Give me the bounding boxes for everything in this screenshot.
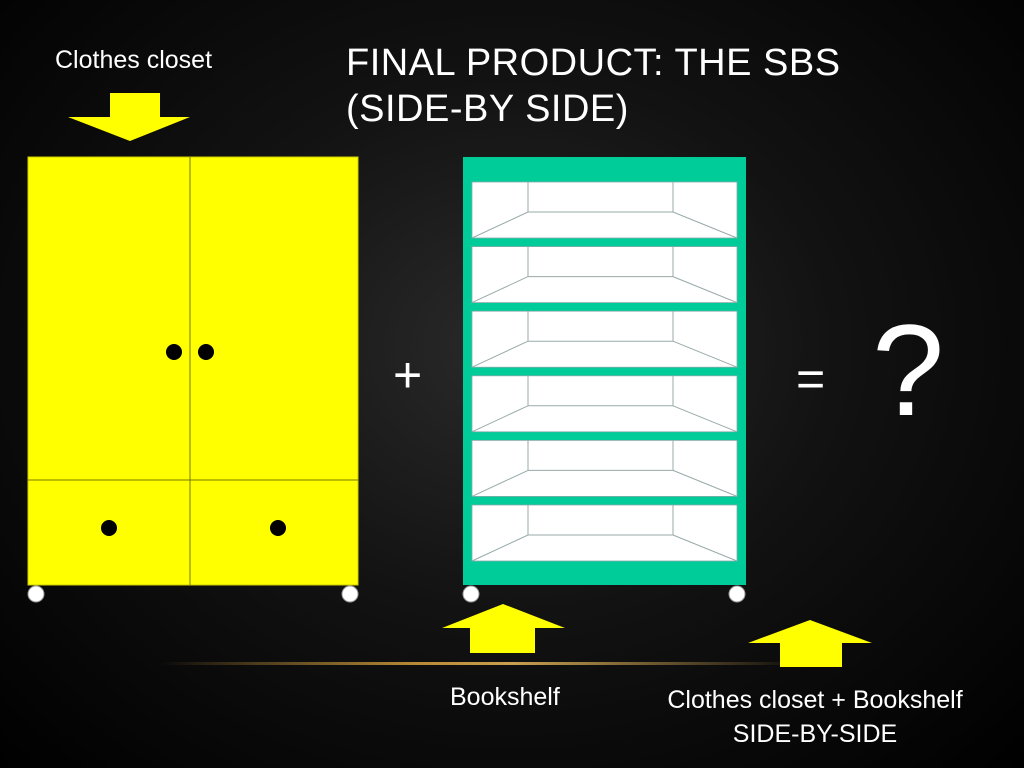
- shelf-compartment: [471, 375, 738, 433]
- combo-label-line-1: Clothes closet + Bookshelf: [667, 686, 963, 714]
- glow-divider: [160, 662, 800, 665]
- wheel-icon: [728, 585, 746, 603]
- knob-icon: [166, 344, 182, 360]
- closet-body: [27, 156, 359, 586]
- wheel-icon: [27, 585, 45, 603]
- equals-sign: =: [796, 351, 826, 407]
- slide-title-line-1: FINAL PRODUCT: THE SBS: [346, 42, 841, 84]
- shelf-perspective-line: [471, 276, 529, 304]
- shelf-perspective-line: [471, 340, 529, 368]
- bookshelf-shelves: [471, 181, 738, 562]
- combo-label-line-2: SIDE-BY-SIDE: [732, 720, 898, 748]
- knob-icon: [198, 344, 214, 360]
- knob-icon: [101, 520, 117, 536]
- shelf-compartment: [471, 439, 738, 497]
- wheel-icon: [462, 585, 480, 603]
- shelf-perspective-line: [672, 340, 738, 368]
- question-mark: ?: [872, 297, 945, 443]
- closet-drawing: [27, 156, 359, 603]
- closet-label: Clothes closet: [55, 46, 213, 74]
- shelf-perspective-line: [672, 405, 738, 433]
- shelf-perspective-line: [471, 534, 529, 562]
- bookshelf-drawing: [462, 157, 746, 603]
- bookshelf-label: Bookshelf: [450, 683, 560, 711]
- shelf-perspective-line: [672, 211, 738, 239]
- knob-icon: [270, 520, 286, 536]
- shelf-compartment: [471, 310, 738, 368]
- shelf-perspective-line: [672, 469, 738, 497]
- combo-label: Clothes closet + Bookshelf SIDE-BY-SIDE: [640, 683, 990, 751]
- down-arrow-icon: [68, 93, 190, 141]
- up-arrow-icon: [442, 604, 565, 653]
- plus-sign: +: [393, 347, 423, 403]
- slide-title-line-2: (SIDE-BY SIDE): [346, 88, 629, 130]
- wheel-icon: [341, 585, 359, 603]
- shelf-compartment: [471, 504, 738, 562]
- slide-title: FINAL PRODUCT: THE SBS (SIDE-BY SIDE): [346, 40, 1006, 132]
- shelf-compartment: [471, 246, 738, 304]
- shelf-perspective-line: [672, 276, 738, 304]
- shelf-perspective-line: [471, 405, 529, 433]
- shelf-perspective-line: [672, 534, 738, 562]
- up-arrow-icon: [748, 620, 872, 667]
- shelf-perspective-line: [471, 469, 529, 497]
- shelf-compartment: [471, 181, 738, 239]
- shelf-perspective-line: [471, 211, 529, 239]
